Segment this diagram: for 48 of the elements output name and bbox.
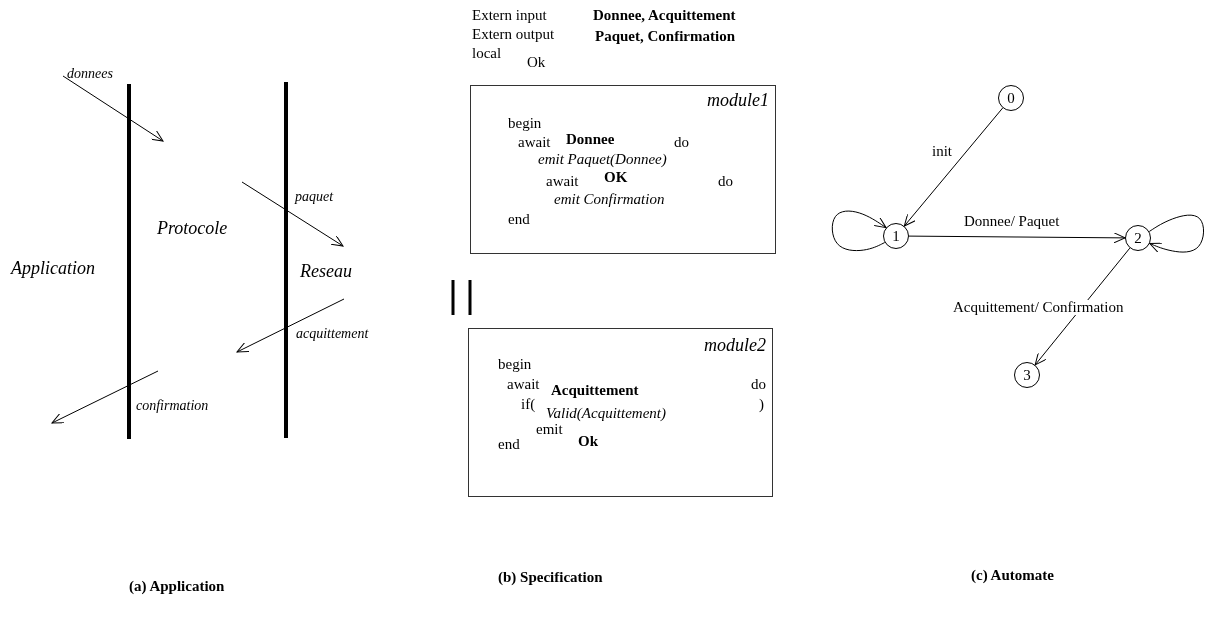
declaration-keyword: local (472, 46, 502, 61)
declaration-keyword: Extern output (472, 27, 555, 42)
code-keyword: if( (521, 397, 536, 412)
code-keyword: emit (536, 422, 563, 437)
code-keyword: end (508, 212, 530, 227)
code-keyword: begin (508, 116, 542, 131)
code-keyword: await (546, 174, 579, 189)
signal-name: Ok (527, 55, 546, 70)
module-name: module1 (707, 91, 769, 109)
flow-label: acquittement (296, 327, 369, 341)
module-box (468, 328, 773, 497)
code-keyword: begin (498, 357, 532, 372)
code-keyword: await (507, 377, 540, 392)
transition-arrow (908, 232, 1126, 244)
code-keyword: do (674, 135, 689, 150)
module-name: module2 (704, 336, 766, 354)
code-keyword: await (518, 135, 551, 150)
code-statement: emit Paquet(Donnee) (538, 152, 667, 167)
signal-name: Ok (578, 434, 598, 449)
self-loop-arrow (1148, 214, 1205, 253)
transition-label: init (931, 144, 953, 159)
signal-list: Paquet, Confirmation (595, 29, 735, 44)
signal-name: OK (604, 170, 628, 185)
signal-name: Donnee (566, 132, 615, 147)
signal-list: Donnee, Acquittement (593, 8, 736, 23)
flow-label: paquet (295, 190, 334, 204)
code-statement: emit Confirmation (554, 192, 665, 207)
code-expression: Valid(Acquittement) (546, 406, 666, 421)
self-loop-arrow (831, 210, 887, 252)
transition-arrow (1034, 247, 1131, 366)
signal-name: Acquittement (551, 383, 639, 398)
declaration-keyword: Extern input (472, 8, 547, 23)
panel-caption: (c) Automate (971, 568, 1054, 583)
flow-label: confirmation (136, 399, 209, 413)
module-box (470, 85, 776, 254)
layer-label: Protocole (157, 219, 228, 237)
code-keyword: ) (759, 397, 764, 412)
layer-label: Application (11, 259, 95, 277)
panel-caption: (b) Specification (498, 570, 603, 585)
panel-caption: (a) Application (129, 579, 225, 594)
code-keyword: do (718, 174, 733, 189)
code-keyword: do (751, 377, 766, 392)
flow-label: donnees (67, 67, 113, 81)
code-keyword: end (498, 437, 520, 452)
transition-label: Donnee/ Paquet (963, 214, 1061, 229)
transition-arrow (903, 107, 1004, 227)
layer-label: Reseau (300, 262, 352, 280)
transition-label: Acquittement/ Confirmation (952, 300, 1125, 315)
